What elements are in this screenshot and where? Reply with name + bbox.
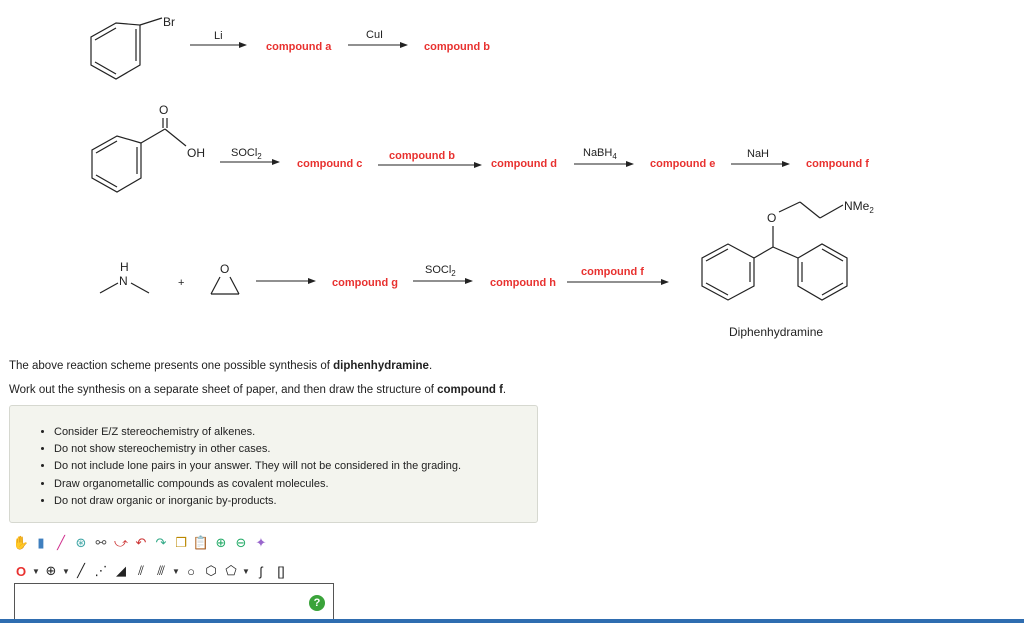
ring-template-icon[interactable]: ⊛ xyxy=(75,535,87,550)
bottom-bar xyxy=(0,619,1024,623)
double-bond-icon[interactable]: ⫽ xyxy=(138,563,144,578)
reagent-socl2-row2: SOCl2 xyxy=(231,147,262,161)
erase-all-icon[interactable]: ▮ xyxy=(37,535,45,550)
chevron-down-icon[interactable]: ▼ xyxy=(32,566,40,576)
triple-bond-icon[interactable]: ⫻ xyxy=(157,563,165,578)
chevron-down-icon[interactable]: ▼ xyxy=(172,566,180,576)
atom-o-epoxide: O xyxy=(220,262,229,276)
charge-button[interactable]: ⊕ xyxy=(45,563,57,578)
compound-g-label: compound g xyxy=(332,277,398,289)
reagent-socl2-row3: SOCl2 xyxy=(425,264,456,278)
arrow-template-icon[interactable]: ⤻ xyxy=(114,535,128,550)
atom-h: H xyxy=(120,260,129,274)
compound-c-label: compound c xyxy=(297,158,362,170)
prompt-compound-name: compound f xyxy=(437,384,503,396)
chevron-down-icon[interactable]: ▼ xyxy=(242,566,250,576)
prompt-target-name: diphenhydramine xyxy=(333,360,429,372)
editor-toolbar-bottom: O ▼ ⊕ ▼ ╱ ⋰ ◢ ⫽ ⫻ ▼ ○ ⬡ ⬠ ▼ ʃ [] xyxy=(11,559,291,583)
prompt-line-1: The above reaction scheme presents one p… xyxy=(9,360,432,372)
help-button[interactable]: ? xyxy=(309,595,325,611)
paste-icon[interactable]: 📋 xyxy=(192,535,210,550)
compound-b-label: compound b xyxy=(424,41,490,53)
prompt-line-1-end: . xyxy=(428,360,433,372)
instruction-item: Do not show stereochemistry in other cas… xyxy=(54,441,461,458)
prompt-line-2-end: . xyxy=(502,384,507,396)
dimethylamine-structure xyxy=(99,282,150,294)
instruction-item: Do not draw organic or inorganic by-prod… xyxy=(54,493,461,510)
atom-oh: OH xyxy=(187,146,205,160)
redo-icon[interactable]: ↷ xyxy=(155,535,167,550)
atom-nme2: NMe2 xyxy=(844,199,874,215)
atom-br: Br xyxy=(163,15,175,29)
hashed-bond-icon[interactable]: ⋰ xyxy=(94,563,108,578)
reagent-nah: NaH xyxy=(747,148,769,160)
single-bond-icon[interactable]: ╱ xyxy=(77,563,85,578)
atom-o-ether: O xyxy=(767,211,776,225)
structure-editor: ✋ ▮ ╱ ⊛ ⚯ ⤻ ↶ ↷ ❐ 📋 ⊕ ⊖ ✦ O ▼ ⊕ ▼ ╱ ⋰ ◢ … xyxy=(11,528,335,620)
cyclopropane-icon[interactable]: ○ xyxy=(187,563,195,579)
reagent-compound-b: compound b xyxy=(389,150,455,162)
prompt-line-2: Work out the synthesis on a separate she… xyxy=(9,384,506,396)
atom-n: N xyxy=(119,274,128,288)
plus-sign: + xyxy=(178,277,184,289)
reagent-compound-f: compound f xyxy=(581,266,644,278)
sgroup-icon[interactable]: ʃ xyxy=(259,563,263,579)
reagent-li: Li xyxy=(214,30,223,42)
wedge-bond-icon[interactable]: ◢ xyxy=(116,563,126,578)
reaction-scheme: Br Li compound a CuI compound b O OH SOC… xyxy=(90,15,874,339)
reagent-cui: CuI xyxy=(366,29,383,41)
compound-d-label: compound d xyxy=(491,158,557,170)
bracket-icon[interactable]: [] xyxy=(277,563,285,579)
benzoic-acid-structure xyxy=(91,118,187,193)
reagent-nabh4: NaBH4 xyxy=(583,147,617,161)
instructions-list: Consider E/Z stereochemistry of alkenes.… xyxy=(10,424,461,510)
atom-selector[interactable]: O xyxy=(15,563,27,579)
diphenhydramine-label: Diphenhydramine xyxy=(729,325,823,339)
clean-icon[interactable]: ✦ xyxy=(255,535,267,550)
atom-o-carbonyl: O xyxy=(159,103,168,117)
undo-icon[interactable]: ↶ xyxy=(135,535,147,550)
compound-e-label: compound e xyxy=(650,158,715,170)
instruction-item: Consider E/Z stereochemistry of alkenes. xyxy=(54,424,461,441)
instruction-item: Draw organometallic compounds as covalen… xyxy=(54,476,461,493)
copy-icon[interactable]: ❐ xyxy=(175,535,187,550)
editor-toolbar-top: ✋ ▮ ╱ ⊛ ⚯ ⤻ ↶ ↷ ❐ 📋 ⊕ ⊖ ✦ xyxy=(11,531,271,555)
compound-h-label: compound h xyxy=(490,277,556,289)
instructions-box: Consider E/Z stereochemistry of alkenes.… xyxy=(9,405,538,523)
ethylene-oxide-structure xyxy=(210,276,240,295)
compound-f-label: compound f xyxy=(806,158,869,170)
compound-a-label: compound a xyxy=(266,41,332,53)
cyclopentane-icon[interactable]: ⬠ xyxy=(225,563,237,578)
prompt-line-1-text: The above reaction scheme presents one p… xyxy=(9,360,334,372)
bromobenzene-structure xyxy=(90,17,163,80)
instruction-item: Do not include lone pairs in your answer… xyxy=(54,458,461,475)
zoom-in-icon[interactable]: ⊕ xyxy=(215,535,227,550)
group-icon[interactable]: ⚯ xyxy=(95,535,107,550)
chevron-down-icon[interactable]: ▼ xyxy=(62,566,70,576)
eraser-icon[interactable]: ╱ xyxy=(57,535,65,550)
hand-icon[interactable]: ✋ xyxy=(12,535,30,550)
prompt-line-2-text: Work out the synthesis on a separate she… xyxy=(9,384,438,396)
drawing-canvas[interactable] xyxy=(14,583,334,619)
zoom-out-icon[interactable]: ⊖ xyxy=(235,535,247,550)
benzene-ring-icon[interactable]: ⬡ xyxy=(205,563,217,578)
diphenhydramine-structure xyxy=(701,201,848,301)
